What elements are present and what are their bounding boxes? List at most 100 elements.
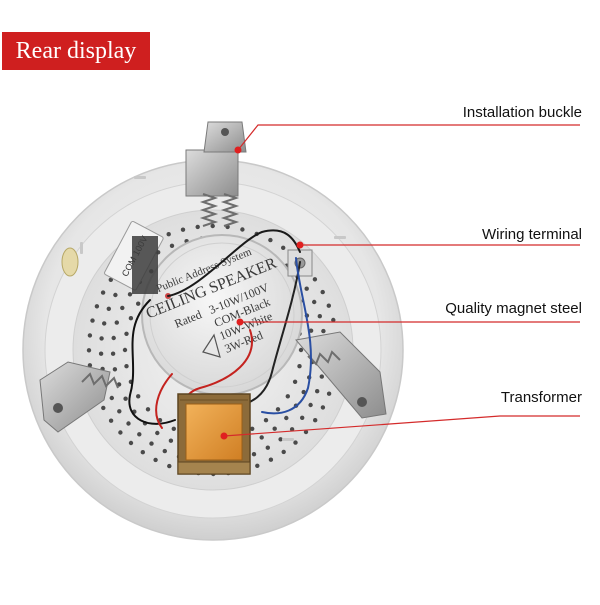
perforation-hole bbox=[137, 432, 142, 437]
perforation-hole bbox=[240, 227, 245, 232]
perforation-hole bbox=[319, 374, 324, 379]
perforation-hole bbox=[251, 452, 257, 457]
callout-dot-wiring bbox=[296, 241, 304, 249]
perforation-hole bbox=[110, 351, 116, 356]
perforation-hole bbox=[111, 335, 116, 341]
perforation-hole bbox=[255, 463, 260, 468]
perforation-hole bbox=[268, 237, 273, 243]
perforation-hole bbox=[128, 316, 134, 321]
perforation-hole bbox=[109, 395, 115, 401]
perforation-hole bbox=[90, 318, 95, 323]
left-clamp bbox=[39, 361, 119, 433]
perforation-hole bbox=[321, 328, 326, 334]
perforation-hole bbox=[331, 317, 336, 323]
perforation-hole bbox=[268, 457, 274, 462]
perforation-hole bbox=[315, 389, 320, 394]
installation-buckle bbox=[185, 121, 247, 227]
transformer bbox=[177, 393, 251, 475]
perforation-hole bbox=[312, 299, 317, 305]
perforation-hole bbox=[128, 440, 134, 446]
perforation-hole bbox=[285, 394, 290, 399]
perforation-hole bbox=[298, 347, 304, 353]
perforation-hole bbox=[106, 306, 112, 311]
perforation-hole bbox=[127, 292, 133, 297]
callout-label-wiring-terminal: Wiring terminal bbox=[481, 226, 582, 243]
perforation-hole bbox=[155, 430, 160, 436]
perforation-hole bbox=[272, 426, 277, 431]
perforation-hole bbox=[326, 391, 332, 396]
callout-dots bbox=[220, 146, 304, 440]
perforation-hole bbox=[123, 396, 128, 401]
perforation-hole bbox=[303, 429, 309, 435]
terminal-bracket bbox=[132, 236, 158, 294]
warning-icon bbox=[202, 333, 221, 358]
perforation-hole bbox=[293, 440, 298, 445]
perforation-hole bbox=[140, 450, 145, 455]
perforation-hole bbox=[162, 448, 167, 454]
perforation-hole bbox=[313, 418, 318, 423]
perforation-hole bbox=[168, 438, 174, 443]
perforation-hole bbox=[292, 379, 298, 384]
perforation-hole bbox=[275, 407, 281, 412]
perforation-hole bbox=[250, 426, 255, 431]
perforation-hole bbox=[118, 430, 123, 435]
perforation-hole bbox=[108, 277, 114, 282]
perforation-hole bbox=[281, 449, 286, 455]
perforation-hole bbox=[278, 437, 283, 442]
perforation-hole bbox=[108, 418, 114, 423]
perforation-hole bbox=[167, 463, 172, 469]
perforation-hole bbox=[122, 347, 128, 353]
perforation-hole bbox=[304, 286, 309, 291]
perforation-hole bbox=[326, 303, 331, 308]
perforation-hole bbox=[320, 405, 326, 410]
perforation-hole bbox=[101, 405, 106, 411]
callout-dot-transformer bbox=[220, 432, 228, 440]
magnet-label: Public Address System CEILING SPEAKER Ra… bbox=[144, 246, 280, 356]
callout-label-installation-buckle: Installation buckle bbox=[462, 104, 582, 121]
perforation-hole bbox=[281, 245, 286, 250]
perforation-hole bbox=[100, 290, 106, 295]
perforation-hole bbox=[317, 314, 322, 319]
callout-label-quality-magnet-steel: Quality magnet steel bbox=[445, 300, 582, 317]
perforation-hole bbox=[120, 305, 125, 311]
perforation-hole bbox=[312, 277, 318, 282]
perforation-hole bbox=[113, 292, 118, 298]
perforation-hole bbox=[195, 224, 200, 230]
perforation-hole bbox=[259, 435, 264, 440]
perforation-hole bbox=[99, 336, 104, 341]
perforation-hole bbox=[117, 409, 122, 414]
perforation-hole bbox=[284, 415, 289, 421]
perforation-hole bbox=[297, 364, 302, 369]
perforation-hole bbox=[136, 301, 141, 306]
perforation-hole bbox=[124, 364, 129, 369]
perforation-hole bbox=[98, 351, 104, 356]
callout-label-transformer: Transformer bbox=[500, 389, 582, 406]
callout-lines bbox=[223, 124, 580, 437]
perforation-hole bbox=[169, 243, 175, 248]
perforation-hole bbox=[86, 348, 92, 353]
callout-dot-magnet bbox=[236, 318, 244, 326]
perforation-hole bbox=[171, 426, 176, 431]
perforation-hole bbox=[320, 289, 325, 295]
right-clamp bbox=[295, 331, 387, 419]
perforation-hole bbox=[102, 321, 107, 326]
perforation-hole bbox=[210, 223, 215, 229]
perforation-hole bbox=[265, 445, 270, 450]
rim-vents bbox=[80, 176, 346, 441]
callout-dot-installation bbox=[234, 146, 242, 154]
perforation-hole bbox=[149, 441, 154, 446]
perforation-hole bbox=[94, 304, 100, 309]
perforation-hole bbox=[180, 227, 186, 232]
perforation-hole bbox=[87, 363, 93, 368]
perforation-hole bbox=[145, 407, 151, 412]
perforation-hole bbox=[112, 367, 118, 372]
title-badge: Rear display bbox=[2, 32, 150, 70]
perforation-hole bbox=[308, 328, 314, 333]
perforation-hole bbox=[308, 402, 313, 408]
perforation-hole bbox=[136, 394, 141, 399]
perforation-hole bbox=[87, 333, 93, 338]
perforation-hole bbox=[166, 232, 171, 237]
sticker bbox=[61, 247, 79, 277]
